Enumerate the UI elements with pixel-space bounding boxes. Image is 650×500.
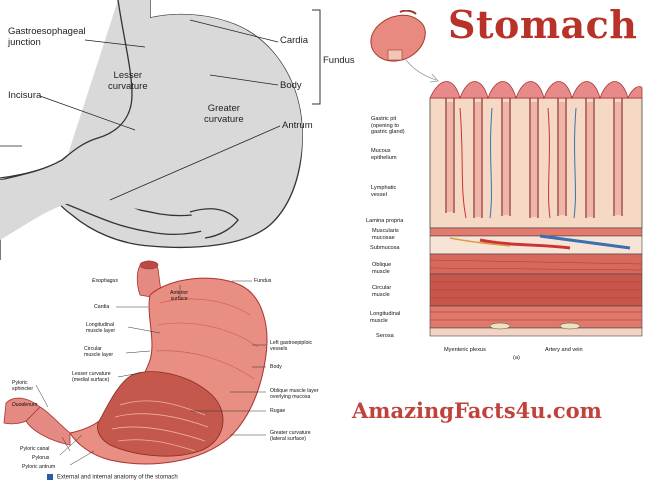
- label-panel-a: (a): [513, 355, 520, 361]
- stomach-wall-diagram: [429, 81, 643, 337]
- label-pylorus: Pylorus: [32, 455, 50, 461]
- label-gastroesophageal-junction: Gastroesophageal junction: [8, 26, 86, 48]
- label-circular-muscle: Circular muscle: [372, 285, 392, 298]
- stomach-interior: [97, 371, 224, 457]
- label-cardia: Cardia: [280, 35, 308, 46]
- serosa-layer: [429, 327, 643, 337]
- label-incisura: Incisura: [8, 90, 42, 101]
- muscularis-mucosae-layer: [429, 227, 643, 237]
- label-greater-curvature-anat: Greater curvature (lateral surface): [270, 430, 311, 443]
- label-oblique-muscle-anat: Oblique muscle layer overlying mucosa: [270, 388, 319, 401]
- label-myenteric-plexus: Myenteric plexus: [444, 347, 486, 353]
- label-muscularis-mucosae: Muscularis mucosae: [372, 228, 399, 241]
- label-body: Body: [280, 80, 302, 91]
- anatomy-stomach-diagram: [3, 260, 268, 466]
- label-pyloric-sphincter: Pyloric sphincter: [12, 380, 34, 393]
- label-fundus-anat: Fundus: [254, 278, 272, 284]
- oblique-muscle-layer: [429, 253, 643, 275]
- anatomy-caption-text: External and internal anatomy of the sto…: [57, 474, 178, 481]
- label-circular-muscle-anat: Circular muscle layer: [84, 346, 114, 359]
- outline-stomach-edge: [0, 0, 133, 179]
- outline-duodenum: [189, 208, 239, 239]
- label-serosa: Serosa: [376, 333, 394, 339]
- gastric-glands: [445, 98, 623, 218]
- label-lymphatic-vessel: Lymphatic vessel: [371, 185, 397, 198]
- label-lesser-curvature: Lesser curvature: [108, 70, 148, 92]
- fundus-bracket: [312, 9, 321, 105]
- anatomy-caption: External and internal anatomy of the sto…: [47, 474, 178, 481]
- rugae: [111, 400, 209, 452]
- longitudinal-muscle-layer: [429, 305, 643, 329]
- outline-stomach-body: [0, 0, 303, 240]
- label-lamina-propria: Lamina propria: [366, 218, 404, 224]
- label-antrum: Antrum: [282, 120, 313, 131]
- label-oblique-muscle: Oblique muscle: [372, 262, 392, 275]
- duodenum: [3, 397, 41, 425]
- label-lesser-curvature-anat: Lesser curvature (medial surface): [72, 371, 111, 384]
- label-pyloric-antrum: Pyloric antrum: [22, 464, 56, 470]
- label-mucous-epithelium: Mucous epithelium: [371, 148, 397, 161]
- label-left-gastroepiploic: Left gastroepiploic vessels: [270, 340, 313, 353]
- mucosa-surface: [429, 81, 643, 100]
- label-duodenum: Duodenum: [12, 402, 38, 408]
- label-anterior-surface: Anterior surface: [170, 290, 189, 303]
- label-pyloric-canal: Pyloric canal: [20, 446, 50, 452]
- brand-watermark: AmazingFacts4u.com: [352, 398, 602, 423]
- caption-marker-icon: [47, 474, 53, 480]
- label-rugae: Rugae: [270, 408, 286, 414]
- stomach-icon: [370, 10, 439, 83]
- label-cardia-anat: Cardia: [94, 304, 110, 310]
- label-submucosa: Submucosa: [370, 245, 400, 251]
- label-longitudinal-muscle-anat: Longitudinal muscle layer: [86, 322, 116, 335]
- label-greater-curvature: Greater curvature: [204, 103, 244, 125]
- label-artery-and-vein: Artery and vein: [545, 347, 583, 353]
- label-esophagus: Esophagus: [92, 278, 118, 284]
- outline-stomach-diagram: [0, 0, 321, 260]
- label-body-anat: Body: [270, 364, 282, 370]
- page-title: Stomach: [448, 2, 638, 47]
- label-gastric-pit: Gastric pit (opening to gastric gland): [371, 116, 405, 136]
- label-longitudinal-muscle: Longitudinal muscle: [370, 311, 401, 324]
- label-fundus: Fundus: [323, 55, 355, 66]
- stomach-muscle-striations: [155, 298, 259, 380]
